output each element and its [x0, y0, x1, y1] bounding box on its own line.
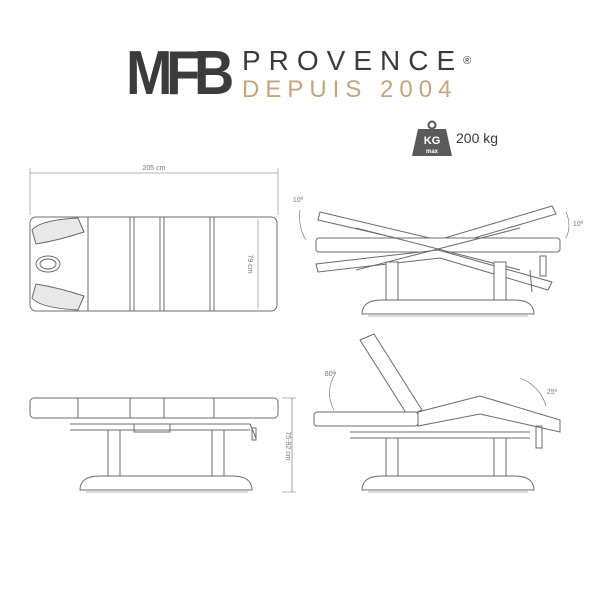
- weight-badge-label: KG: [424, 135, 441, 147]
- registered-mark: ®: [463, 55, 472, 67]
- tilt-left-angle-label: 10º: [293, 197, 304, 204]
- weight-capacity-value: 200 kg: [456, 130, 499, 146]
- logo-name-text: PROVENCE: [242, 45, 464, 76]
- width-dimension-label: 79 cm: [246, 254, 253, 273]
- reclined-view: [313, 333, 561, 493]
- top-view: [29, 168, 279, 312]
- brand-logo: MFB PROVENCE® DEPUIS 2004: [126, 39, 476, 108]
- weight-badge-sub: max: [426, 149, 439, 155]
- backrest-angle-label: 80º: [325, 371, 336, 378]
- leg-angle-label: 25º: [547, 389, 558, 396]
- logo-name: PROVENCE®: [242, 46, 471, 76]
- logo-mark: MFB: [126, 39, 234, 108]
- weight-capacity: KG max 200 kg: [410, 120, 530, 160]
- tilt-right-angle-label: 10º: [573, 221, 584, 228]
- logo-tagline: DEPUIS 2004: [242, 76, 458, 103]
- length-dimension-label: 205 cm: [143, 165, 166, 172]
- weight-icon: KG max: [412, 120, 452, 156]
- tilt-view: [299, 205, 570, 317]
- height-dimension-label: 75-92 cm: [284, 431, 291, 460]
- side-view: [29, 397, 296, 493]
